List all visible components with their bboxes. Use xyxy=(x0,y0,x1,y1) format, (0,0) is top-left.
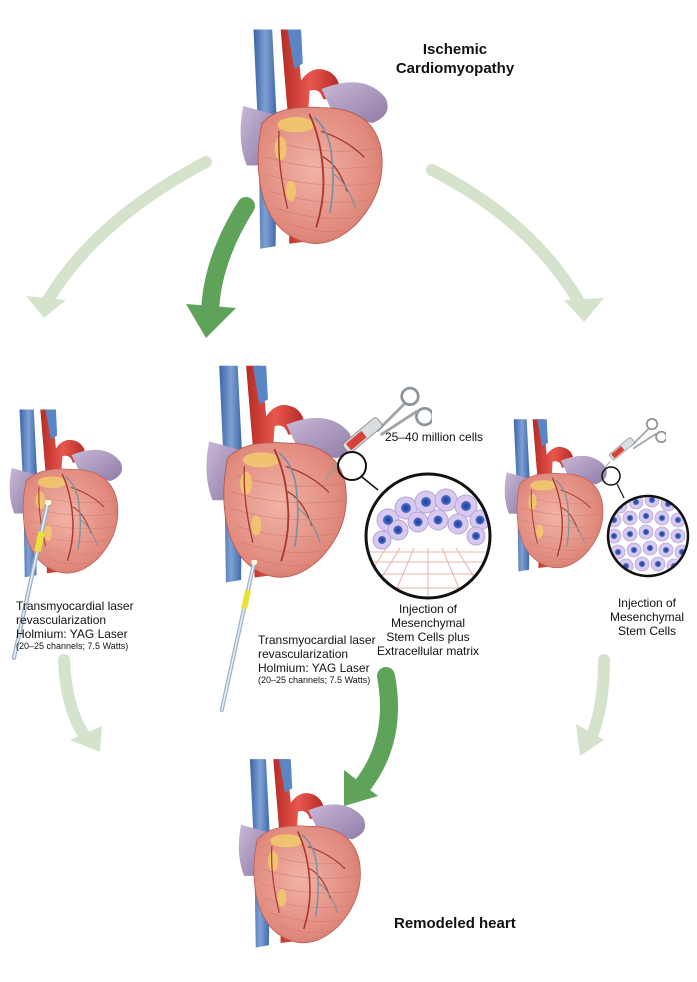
top-title: Ischemic Cardiomyopathy xyxy=(395,41,515,77)
center-caption-line1: Injection of Mesenchymal xyxy=(390,602,466,630)
arrow-bottom-right xyxy=(584,654,610,746)
left-laser-detail: (20–25 channels; 7.5 Watts) xyxy=(16,641,129,651)
cells-count-label: 25–40 million cells xyxy=(385,430,484,444)
center-laser-line2: revascularization xyxy=(258,647,349,661)
arrow-top-center xyxy=(201,197,255,321)
stem-cells-center xyxy=(372,488,490,550)
arrow-bottom-left-head xyxy=(70,726,102,752)
arrow-top-left xyxy=(42,156,212,306)
right-caption-line1: Injection of xyxy=(617,596,677,610)
arrow-bottom-center-head xyxy=(344,770,378,806)
arrow-bottom-right-head xyxy=(576,724,604,756)
left-laser-line2: revascularization xyxy=(16,613,107,627)
left-laser-line3: Holmium: YAG Laser xyxy=(16,627,128,641)
arrow-top-right xyxy=(426,164,584,306)
magnifier-right xyxy=(606,494,690,578)
heart-top xyxy=(239,28,389,250)
left-laser-line1: Transmyocardial laser xyxy=(16,599,134,613)
center-laser-line3: Holmium: YAG Laser xyxy=(258,661,370,675)
arrows xyxy=(26,156,610,806)
center-laser-detail: (20–25 channels; 7.5 Watts) xyxy=(258,675,371,685)
heart-right xyxy=(504,418,608,573)
right-caption-line2: Mesenchymal xyxy=(609,610,685,624)
arrow-top-center-head xyxy=(186,304,236,338)
center-injection-caption: Injection of Mesenchymal Stem Cells plus… xyxy=(363,602,493,658)
center-laser-line1: Transmyocardial laser xyxy=(258,633,376,647)
center-laser-label: Transmyocardial laser revascularization … xyxy=(258,633,458,686)
magnifier-link-center xyxy=(361,476,379,491)
right-caption-line3: Stem Cells xyxy=(617,624,676,638)
bottom-title: Remodeled heart xyxy=(394,915,516,932)
magnifier-center xyxy=(364,472,492,600)
center-caption-line2: Stem Cells plus xyxy=(386,630,470,644)
arrow-top-right-head xyxy=(564,298,604,322)
magnifier-link-right xyxy=(616,483,625,499)
heart-left xyxy=(8,408,123,578)
arrow-bottom-left xyxy=(58,654,92,744)
syringe-center-highlight xyxy=(337,451,367,481)
arrow-top-left-head xyxy=(26,296,66,318)
right-injection-caption: Injection of Mesenchymal Stem Cells xyxy=(602,596,692,638)
arrow-bottom-center xyxy=(353,667,398,795)
left-laser-label: Transmyocardial laser revascularization … xyxy=(16,599,216,652)
center-caption-line3: Extracellular matrix xyxy=(376,644,480,658)
syringe-right-highlight xyxy=(601,466,621,486)
